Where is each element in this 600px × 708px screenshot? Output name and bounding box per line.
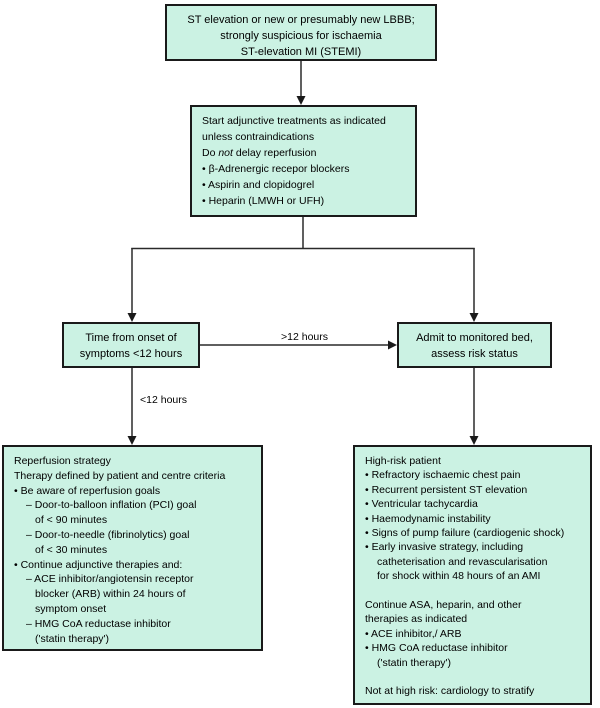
text-line: • Early invasive strategy, including	[365, 541, 524, 554]
text-segment-italic: not	[218, 147, 233, 159]
text-line: symptom onset	[35, 602, 107, 615]
node-stemi: ST elevation or new or presumably new LB…	[165, 4, 437, 61]
text-line: ('statin therapy')	[35, 632, 110, 645]
text-line: • Heparin (LMWH or UFH)	[202, 195, 325, 207]
text-line: Admit to monitored bed,	[416, 332, 533, 344]
arrowhead-down-icon	[469, 313, 479, 322]
text-line: of < 30 minutes	[35, 543, 108, 556]
text-line: • Haemodynamic instability	[365, 512, 491, 525]
arrowhead-down-icon	[127, 436, 137, 445]
text-line: • Signs of pump failure (cardiogenic sho…	[365, 527, 565, 540]
node-admit-monitored-bed: Admit to monitored bed, assess risk statu…	[397, 322, 552, 368]
text-line	[365, 670, 590, 684]
text-line: • Be aware of reperfusion goals	[14, 484, 161, 497]
text-line: Time from onset of	[85, 332, 177, 344]
text-line: Continue ASA, heparin, and other	[365, 599, 522, 612]
text-line: • Aspirin and clopidogrel	[202, 179, 315, 191]
node-text: Admit to monitored bed, assess risk statu…	[399, 330, 550, 362]
node-text: Time from onset of symptoms <12 hours	[64, 330, 198, 362]
text-segment: delay reperfusion	[232, 147, 317, 159]
node-high-risk-patient: High-risk patient • Refractory ischaemic …	[353, 445, 592, 705]
arrowhead-down-icon	[296, 96, 306, 105]
text-line: – Door-to-needle (fibrinolytics) goal	[26, 528, 190, 541]
text-line: Reperfusion strategy	[14, 455, 111, 467]
text-line: therapies as indicated	[365, 613, 468, 626]
edge-label-lt12-hours: <12 hours	[140, 394, 187, 406]
text-line: strongly suspicious for ischaemia	[220, 30, 382, 42]
text-line: • ACE inhibitor,/ ARB	[365, 627, 462, 640]
arrowhead-down-icon	[469, 436, 479, 445]
text-line: – HMG CoA reductase inhibitor	[26, 617, 171, 630]
edge-label-gt12-hours: >12 hours	[281, 331, 328, 343]
text-segment: Do	[202, 147, 219, 159]
text-line: • β-Adrenergic recepor blockers	[202, 163, 350, 175]
text-line: High-risk patient	[365, 455, 441, 467]
text-line: unless contraindications	[202, 131, 315, 143]
text-line: of < 90 minutes	[35, 514, 108, 527]
text-line: ('statin therapy')	[377, 656, 452, 669]
text-line: for shock within 48 hours of an AMI	[377, 570, 541, 583]
node-adjunctive-treatments: Start adjunctive treatments as indicated…	[190, 105, 417, 217]
text-line: ST elevation or new or presumably new LB…	[187, 14, 415, 26]
text-line: • Refractory ischaemic chest pain	[365, 469, 521, 482]
text-line-do-not-delay: Do not delay reperfusion	[202, 145, 415, 161]
text-line: symptoms <12 hours	[79, 348, 183, 360]
arrowhead-down-icon	[127, 313, 137, 322]
text-line: Not at high risk: cardiology to stratify	[365, 685, 535, 698]
text-line: Start adjunctive treatments as indicated	[202, 115, 386, 127]
text-line: Therapy defined by patient and centre cr…	[14, 469, 226, 482]
node-text: ST elevation or new or presumably new LB…	[167, 12, 435, 60]
text-line: catheterisation and revascularisation	[377, 555, 548, 568]
arrowhead-right-icon	[388, 340, 397, 350]
text-line: – Door-to-balloon inflation (PCI) goal	[26, 499, 197, 512]
text-line: • HMG CoA reductase inhibitor	[365, 642, 508, 655]
text-line: blocker (ARB) within 24 hours of	[35, 588, 186, 601]
text-line: assess risk status	[431, 348, 518, 360]
text-line: • Continue adjunctive therapies and:	[14, 558, 183, 571]
text-line	[365, 584, 590, 598]
node-time-from-onset: Time from onset of symptoms <12 hours	[62, 322, 200, 368]
text-line: • Recurrent persistent ST elevation	[365, 483, 528, 496]
node-text: High-risk patient • Refractory ischaemic …	[365, 454, 590, 699]
text-line: • Ventricular tachycardia	[365, 498, 478, 511]
text-line: ST-elevation MI (STEMI)	[240, 46, 362, 58]
text-line: – ACE inhibitor/angiotensin receptor	[26, 573, 194, 586]
